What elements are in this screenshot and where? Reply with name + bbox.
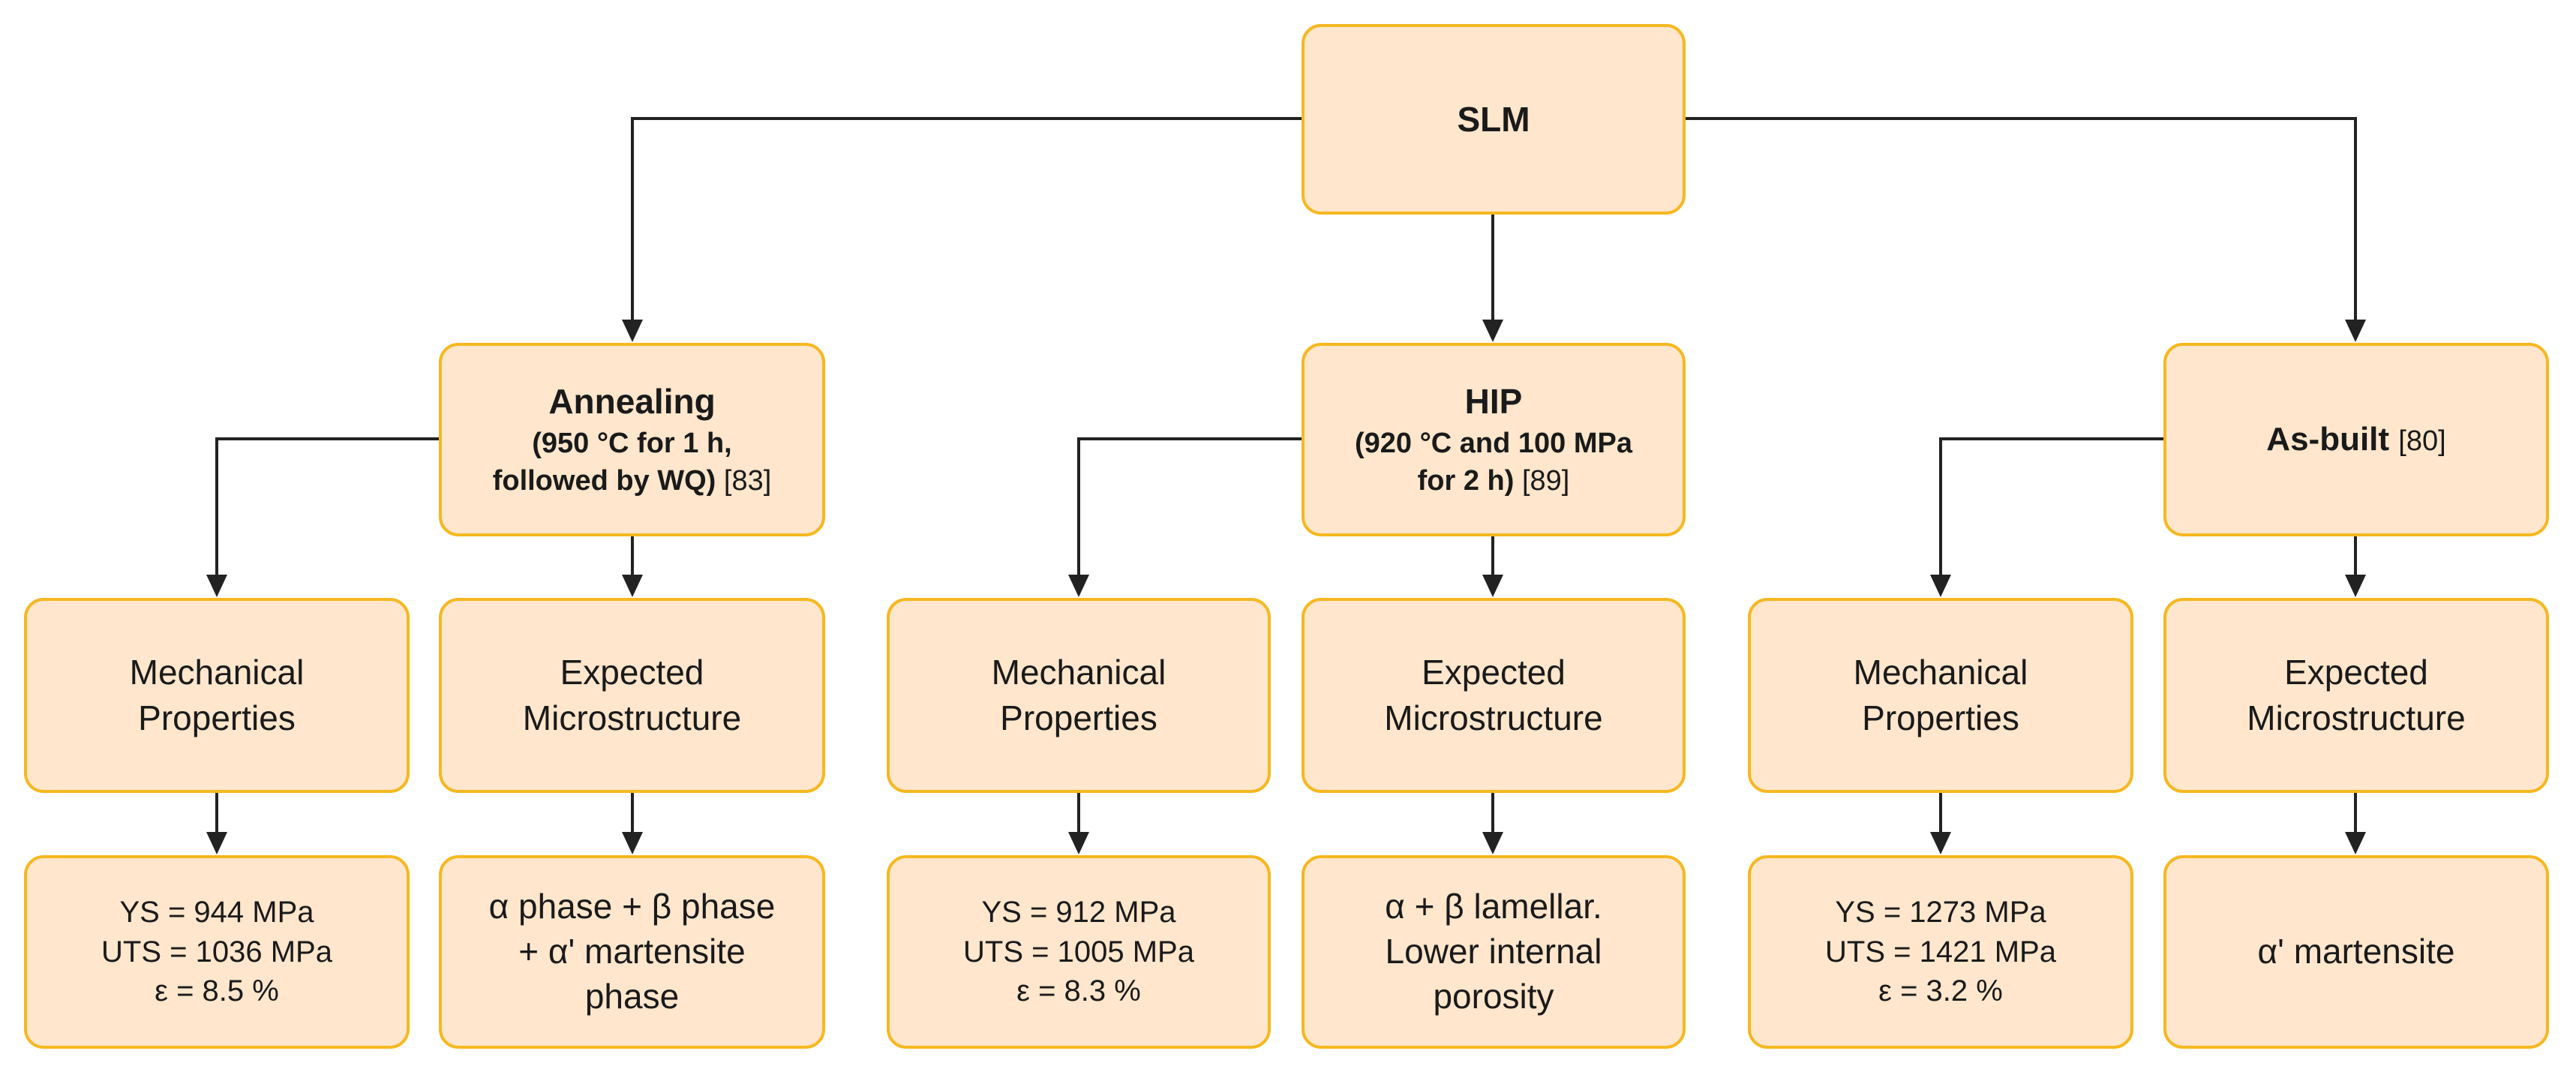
hip-detail-line1: (920 °C and 100 MPa [1354,428,1633,460]
arrowhead [622,832,643,854]
expected-label: Expected [1422,653,1566,692]
microstructure-line3: phase [584,976,680,1016]
properties-label: Properties [1000,698,1157,737]
microstructure-line3: porosity [1433,976,1554,1016]
arrowhead [1482,320,1503,342]
asbuilt-title: As-built [2266,420,2390,458]
edge-annealing-to-mech [215,437,439,576]
microstructure-label: Microstructure [522,698,742,737]
arrowhead [1482,575,1503,597]
expected-label: Expected [560,653,704,692]
arrowhead [1930,575,1951,597]
expected-microstructure-node-asbuilt: Expected Microstructure [2163,598,2549,793]
microstructure-desc-hip: α + β lamellar. Lower internal porosity [1302,855,1686,1049]
arrowhead [622,320,643,342]
asbuilt-title-line: As-built [80] [2266,418,2445,461]
elongation: ε = 3.2 % [1878,974,2003,1008]
ultimate-tensile-strength: UTS = 1036 MPa [101,935,332,968]
arrowhead [1068,575,1089,597]
arrowhead [206,575,227,597]
annealing-reference: [83] [723,465,772,497]
annealing-detail-line2: followed by WQ) [83] [492,465,772,497]
edge-slm-to-asbuilt [1686,117,2357,321]
expected-microstructure-node-annealing: Expected Microstructure [439,598,825,793]
mechanical-properties-node-annealing: Mechanical Properties [24,598,410,793]
arrowhead [1068,832,1089,854]
ultimate-tensile-strength: UTS = 1005 MPa [963,935,1194,968]
microstructure-line1: α + β lamellar. [1385,887,1602,926]
edge-hip-to-mech [1077,437,1302,576]
arrowhead [2345,832,2366,854]
expected-microstructure-node-hip: Expected Microstructure [1302,598,1686,793]
edge-slm-to-annealing [631,117,1302,321]
mechanical-properties-node-asbuilt: Mechanical Properties [1748,598,2133,793]
microstructure-line2: + α' martensite [518,932,746,971]
mechanical-label: Mechanical [991,653,1166,692]
microstructure-label: Microstructure [1384,698,1603,737]
slm-node: SLM [1302,24,1686,215]
microstructure-desc-annealing: α phase + β phase + α' martensite phase [439,855,825,1049]
arrowhead [2345,575,2366,597]
hip-node: HIP (920 °C and 100 MPa for 2 h) [89] [1302,343,1686,536]
properties-label: Properties [138,698,296,737]
properties-label: Properties [1862,698,2019,737]
annealing-node: Annealing (950 °C for 1 h, followed by W… [439,343,825,536]
hip-title: HIP [1464,382,1523,422]
microstructure-line2: Lower internal [1385,932,1602,971]
arrowhead [1930,832,1951,854]
annealing-detail-line1: (950 °C for 1 h, [532,428,732,460]
asbuilt-reference: [80] [2398,425,2446,457]
yield-strength: YS = 944 MPa [119,895,314,929]
microstructure-line1: α phase + β phase [488,887,776,926]
arrowhead [2345,320,2366,342]
microstructure-label: Microstructure [2247,698,2466,737]
hip-reference: [89] [1521,465,1570,497]
mechanical-label: Mechanical [1853,653,2028,692]
microstructure-desc-asbuilt: α' martensite [2163,855,2549,1049]
arrowhead [206,832,227,854]
slm-label: SLM [1457,99,1530,139]
elongation: ε = 8.3 % [1016,974,1141,1008]
hip-detail-line2: for 2 h) [89] [1417,465,1570,497]
yield-strength: YS = 912 MPa [981,895,1176,929]
ultimate-tensile-strength: UTS = 1421 MPa [1825,935,2056,968]
microstructure-line1: α' martensite [2257,932,2455,971]
asbuilt-node: As-built [80] [2163,343,2549,536]
yield-strength: YS = 1273 MPa [1835,895,2046,929]
arrowhead [1482,832,1503,854]
mechanical-values-hip: YS = 912 MPa UTS = 1005 MPa ε = 8.3 % [887,855,1271,1049]
arrowhead [622,575,643,597]
annealing-title: Annealing [548,382,716,422]
expected-label: Expected [2284,653,2428,692]
mechanical-properties-node-hip: Mechanical Properties [887,598,1271,793]
edge-asbuilt-to-mech [1939,437,2163,576]
mechanical-values-asbuilt: YS = 1273 MPa UTS = 1421 MPa ε = 3.2 % [1748,855,2133,1049]
mechanical-label: Mechanical [129,653,305,692]
elongation: ε = 8.5 % [155,974,279,1008]
mechanical-values-annealing: YS = 944 MPa UTS = 1036 MPa ε = 8.5 % [24,855,410,1049]
